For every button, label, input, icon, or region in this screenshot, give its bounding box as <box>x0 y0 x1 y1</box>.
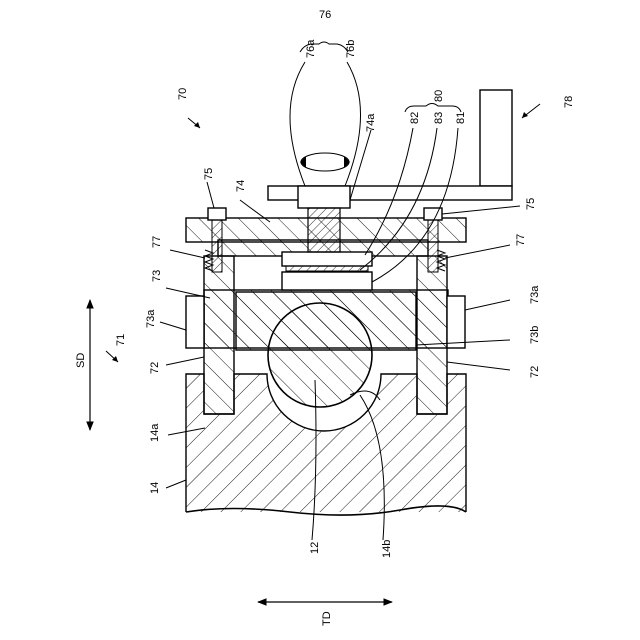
label-81: 81 <box>455 112 467 124</box>
ball-12 <box>268 303 372 407</box>
brace-80 <box>405 104 461 113</box>
label-77-right: 77 <box>515 234 527 246</box>
bolt-75-left <box>208 208 226 220</box>
leader-73a-right <box>465 300 510 310</box>
label-77-left: 77 <box>151 236 163 248</box>
label-14a: 14a <box>149 423 161 442</box>
leader-75-right <box>442 206 520 214</box>
label-73b: 73b <box>529 326 541 344</box>
screw-shank <box>308 208 340 252</box>
label-80: 80 <box>433 90 445 102</box>
pad-73a-left <box>186 296 204 348</box>
pad-73a-right <box>447 296 465 348</box>
sensor-82 <box>282 252 372 266</box>
label-73: 73 <box>151 270 163 282</box>
label-70: 70 <box>177 88 189 100</box>
label-76b: 76b <box>345 40 357 58</box>
label-78: 78 <box>563 96 575 108</box>
label-82: 82 <box>409 112 421 124</box>
label-76a: 76a <box>305 39 317 58</box>
leader-72-right <box>447 362 510 370</box>
bolt-75-left-shank <box>212 220 222 272</box>
label-74a: 74a <box>365 113 377 132</box>
label-14: 14 <box>149 482 161 494</box>
leader-14 <box>166 480 186 488</box>
arm-78-vertical <box>480 90 512 186</box>
screw-head-76 <box>298 186 350 208</box>
label-75-left: 75 <box>203 168 215 180</box>
label-73a-right: 73a <box>529 285 541 304</box>
leader-75-left <box>207 182 214 208</box>
label-td: TD <box>321 611 333 626</box>
label-73a-left: 73a <box>145 309 157 328</box>
wall-72-left <box>204 256 234 414</box>
label-83: 83 <box>433 112 445 124</box>
leader-72-left <box>166 357 204 365</box>
label-71: 71 <box>115 334 127 346</box>
arrow-70 <box>194 122 200 128</box>
leader-76a <box>290 62 305 186</box>
label-74: 74 <box>235 180 247 192</box>
leader-77-left <box>170 250 205 258</box>
label-14b: 14b <box>381 540 393 558</box>
sensor-81 <box>282 272 372 290</box>
arrow-78 <box>522 112 528 118</box>
sensor-83 <box>286 266 368 271</box>
label-12: 12 <box>309 542 321 554</box>
label-75-right: 75 <box>525 198 537 210</box>
label-sd: SD <box>75 353 87 368</box>
label-72-left: 72 <box>149 362 161 374</box>
wall-72-right <box>417 256 447 414</box>
leader-76b <box>345 62 361 186</box>
label-72-right: 72 <box>529 366 541 378</box>
leader-73a-left <box>160 322 186 330</box>
rotation-icon <box>301 153 349 171</box>
leader-77-right <box>445 245 510 258</box>
label-76: 76 <box>319 9 331 21</box>
